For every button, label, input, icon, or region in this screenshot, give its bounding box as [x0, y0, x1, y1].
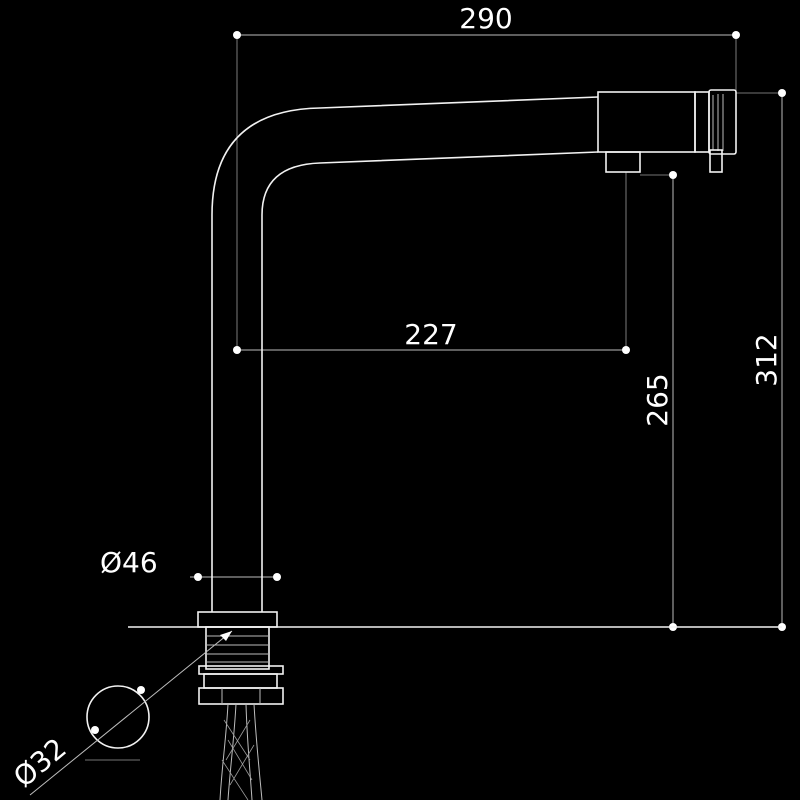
- dimension-290: 290: [233, 2, 740, 350]
- dim-dot: [622, 346, 630, 354]
- hose-braid: [221, 719, 255, 800]
- spout-ring: [694, 91, 710, 153]
- dim-leader-32: [29, 630, 233, 796]
- dim-label-265: 265: [641, 373, 674, 426]
- base-flange: [197, 611, 278, 628]
- faucet-inner-contour: [261, 151, 599, 612]
- dim-label-32: Ø32: [7, 732, 72, 794]
- dimension-dia-32: Ø32: [7, 630, 233, 796]
- dim-dot: [669, 171, 677, 179]
- flex-hose: [245, 703, 253, 800]
- faucet-outer-contour: [211, 96, 599, 612]
- leader-arrow: [220, 631, 232, 641]
- dim-label-312: 312: [750, 333, 783, 386]
- washer: [198, 665, 284, 675]
- faucet-body: [197, 89, 737, 628]
- dim-label-46: Ø46: [100, 546, 158, 579]
- mounting-nut: [198, 687, 284, 705]
- dim-label-290: 290: [459, 2, 512, 35]
- mounting-hole-circle: [86, 685, 150, 749]
- dimension-265: 265: [640, 171, 677, 631]
- spout-head: [597, 91, 696, 153]
- dim-dot: [778, 89, 786, 97]
- dim-dot: [732, 31, 740, 39]
- dim-dot: [273, 573, 281, 581]
- dim-dot: [194, 573, 202, 581]
- dim-dot: [137, 686, 145, 694]
- dimension-dia-46: Ø46: [100, 546, 281, 581]
- dim-label-227: 227: [404, 318, 457, 351]
- lever: [709, 149, 723, 173]
- flex-hose: [227, 703, 237, 800]
- dimension-312: 312: [673, 89, 786, 631]
- dim-dot: [91, 726, 99, 734]
- flex-hose: [219, 703, 229, 800]
- dim-dot: [233, 31, 241, 39]
- flex-hose: [253, 703, 263, 800]
- threaded-shank: [205, 626, 270, 670]
- dim-dot: [233, 346, 241, 354]
- lock-nut: [203, 673, 278, 689]
- aerator-outlet: [605, 151, 641, 173]
- dimension-227: 227: [233, 172, 630, 354]
- mounting-hardware: [198, 626, 284, 800]
